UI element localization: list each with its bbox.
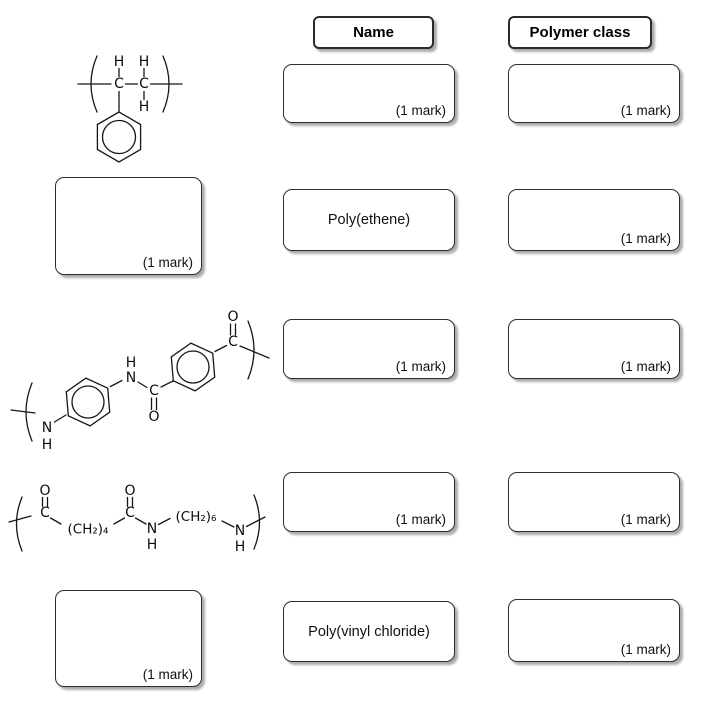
atom-label-h: H: [139, 54, 150, 70]
close-bracket: [247, 320, 255, 380]
polystyrene-structure: H H C C H: [77, 54, 183, 163]
mark-label: (1 mark): [620, 359, 671, 374]
name-header-label: Name: [353, 24, 394, 41]
atom-label-o: O: [124, 483, 135, 499]
atom-label-n: N: [147, 521, 157, 537]
ch2-6-group-label: (CH₂)₆: [176, 509, 217, 525]
mark-label: (1 mark): [620, 231, 671, 246]
polymer-class-answer-box-row5[interactable]: (1 mark): [508, 599, 680, 662]
atom-label-h: H: [235, 539, 246, 555]
atom-label-n: N: [126, 370, 136, 386]
aramid-structure: N H H N C O C O: [10, 309, 270, 453]
name-value: Poly(vinyl chloride): [308, 623, 430, 640]
atom-label-h: H: [114, 54, 125, 70]
polymer-class-column-header: Polymer class: [508, 16, 652, 49]
atom-label-h: H: [42, 437, 53, 453]
structure-answer-box-row2[interactable]: (1 mark): [55, 177, 202, 275]
bonds: [8, 496, 266, 528]
nylon-structure: O C (CH₂)₄ O C N H (CH₂)₆ N H: [8, 483, 266, 555]
close-bracket: [253, 494, 261, 550]
mark-label: (1 mark): [395, 103, 446, 118]
benzene-circle: [101, 119, 137, 155]
atom-label-c: C: [40, 505, 50, 521]
mark-label: (1 mark): [142, 255, 193, 270]
mark-label: (1 mark): [620, 642, 671, 657]
benzene-hexagon: [96, 111, 142, 163]
atom-label-h: H: [126, 355, 137, 371]
benzene-circle: [71, 385, 105, 419]
benzene-circle: [176, 350, 210, 384]
benzene-hexagon: [65, 377, 111, 427]
name-answer-box-row1[interactable]: (1 mark): [283, 64, 455, 123]
name-column-header: Name: [313, 16, 434, 49]
polymer-class-header-label: Polymer class: [529, 24, 631, 41]
name-value: Poly(ethene): [327, 212, 411, 228]
atom-label-n: N: [42, 420, 52, 436]
polymer-class-answer-box-row1[interactable]: (1 mark): [508, 64, 680, 123]
atom-label-o: O: [227, 309, 238, 325]
atom-label-o: O: [39, 483, 50, 499]
bonds: [77, 67, 183, 113]
bonds: [10, 323, 270, 423]
atom-label-c: C: [125, 505, 135, 521]
atom-label-h: H: [147, 537, 158, 553]
ch2-4-group-label: (CH₂)₄: [68, 522, 109, 538]
name-box-row5[interactable]: Poly(vinyl chloride): [283, 601, 455, 662]
atom-label-o: O: [148, 409, 159, 425]
name-answer-box-row4[interactable]: (1 mark): [283, 472, 455, 532]
atom-label-c: C: [228, 334, 238, 350]
mark-label: (1 mark): [395, 512, 446, 527]
name-box-row2[interactable]: Poly(ethene): [283, 189, 455, 251]
atom-label-h: H: [139, 99, 150, 115]
benzene-ring: [96, 111, 142, 163]
mark-label: (1 mark): [142, 667, 193, 682]
atom-label-c: C: [149, 383, 159, 399]
mark-label: (1 mark): [620, 512, 671, 527]
open-bracket: [15, 496, 23, 552]
polymer-class-answer-box-row3[interactable]: (1 mark): [508, 319, 680, 379]
polymer-class-answer-box-row4[interactable]: (1 mark): [508, 472, 680, 532]
atom-label-c: C: [139, 76, 149, 92]
benzene-hexagon: [170, 342, 216, 392]
structure-answer-box-row5[interactable]: (1 mark): [55, 590, 202, 687]
benzene-ring: [170, 342, 216, 392]
mark-label: (1 mark): [395, 359, 446, 374]
atom-label-n: N: [235, 523, 245, 539]
name-answer-box-row3[interactable]: (1 mark): [283, 319, 455, 379]
atom-label-c: C: [114, 76, 124, 92]
benzene-ring: [65, 377, 111, 427]
polymer-class-answer-box-row2[interactable]: (1 mark): [508, 189, 680, 251]
mark-label: (1 mark): [620, 103, 671, 118]
